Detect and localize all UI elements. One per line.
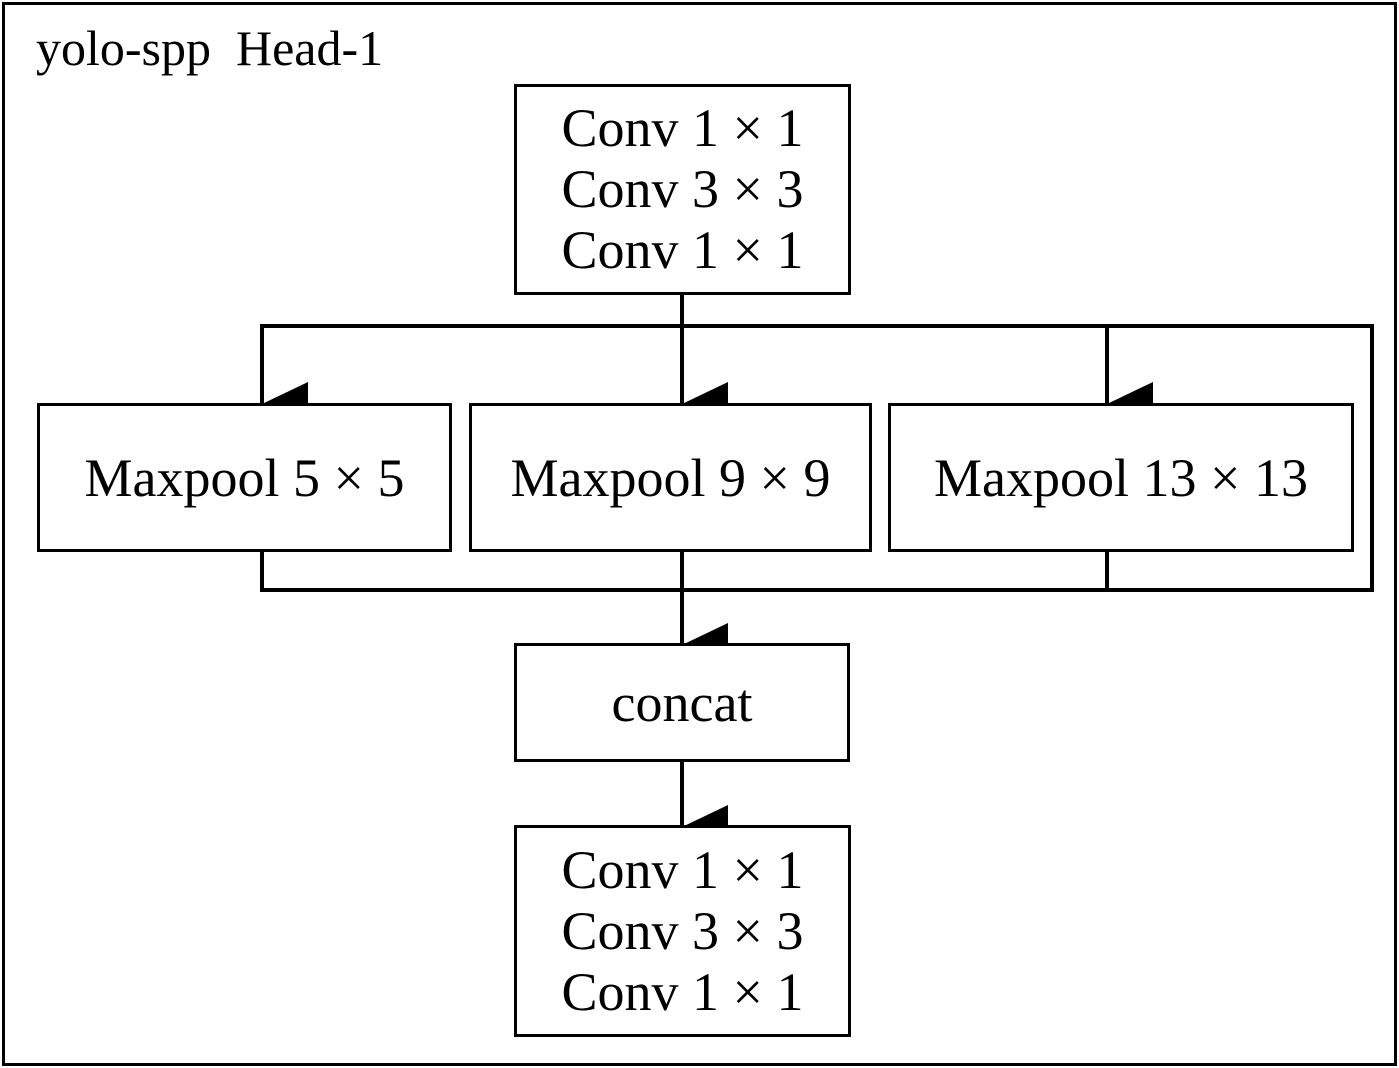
maxpool-5-label: Maxpool 5 × 5 xyxy=(84,447,405,508)
bottom-conv-block: Conv 1 × 1 Conv 3 × 3 Conv 1 × 1 xyxy=(514,825,851,1037)
maxpool-5-box: Maxpool 5 × 5 xyxy=(37,403,452,552)
maxpool-13-box: Maxpool 13 × 13 xyxy=(888,403,1354,552)
top-conv-line-1: Conv 1 × 1 xyxy=(561,98,804,158)
maxpool-13-label: Maxpool 13 × 13 xyxy=(934,447,1308,508)
bottom-conv-line-3: Conv 1 × 1 xyxy=(561,961,804,1022)
diagram-title: yolo-spp Head-1 xyxy=(36,20,384,76)
top-conv-block: Conv 1 × 1 Conv 3 × 3 Conv 1 × 1 xyxy=(514,84,851,295)
bottom-conv-line-1: Conv 1 × 1 xyxy=(561,839,804,900)
maxpool-9-label: Maxpool 9 × 9 xyxy=(510,447,831,508)
top-conv-line-2: Conv 3 × 3 xyxy=(561,159,804,219)
concat-box: concat xyxy=(514,643,850,762)
concat-label: concat xyxy=(611,672,753,733)
maxpool-9-box: Maxpool 9 × 9 xyxy=(469,403,872,552)
top-conv-line-3: Conv 1 × 1 xyxy=(561,220,804,280)
bottom-conv-line-2: Conv 3 × 3 xyxy=(561,900,804,961)
